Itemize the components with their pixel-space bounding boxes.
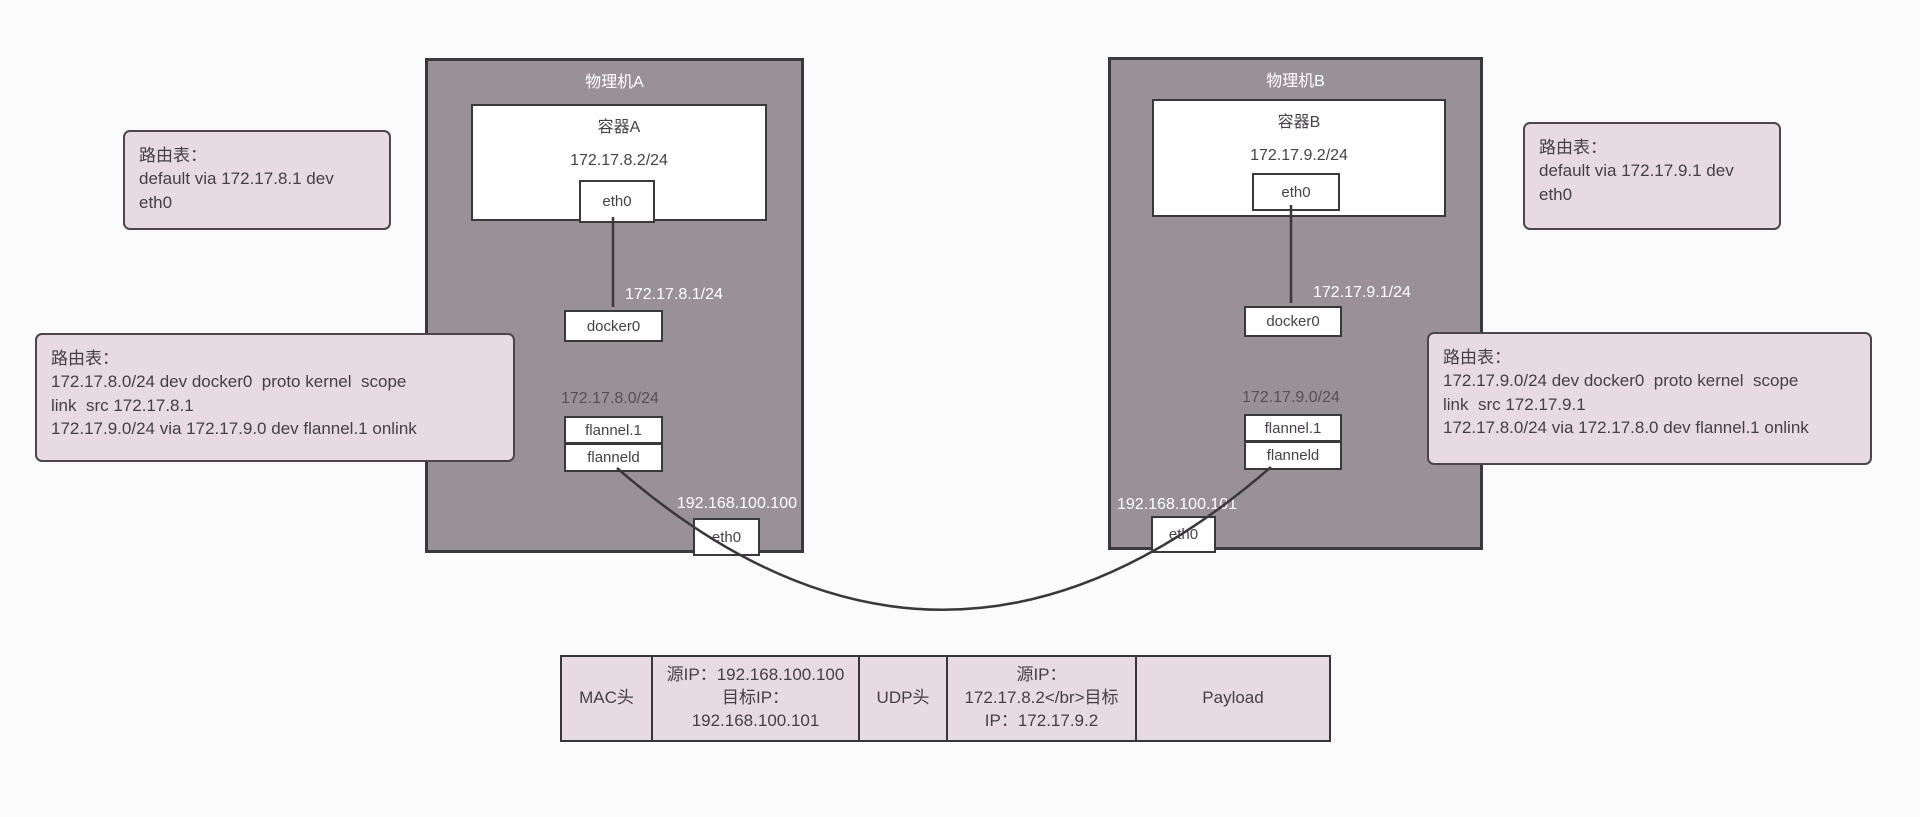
container-b-title: 容器B xyxy=(1277,114,1321,131)
docker0-box-b: docker0 xyxy=(1244,306,1342,337)
docker0-gateway-ip-b: 172.17.9.1/24 xyxy=(1313,284,1411,301)
docker0-box-a: docker0 xyxy=(564,310,663,342)
flannel1-box-b: flannel.1 xyxy=(1244,414,1342,442)
flannel-subnet-label-b: 172.17.9.0/24 xyxy=(1242,389,1340,406)
flannel-subnet-label-a: 172.17.8.0/24 xyxy=(561,390,659,407)
packet-structure-diagram: MAC头 源IP：192.168.100.100 目标IP： 192.168.1… xyxy=(560,655,1331,742)
machine-b: 物理机B 容器B 172.17.9.2/24 eth0 172.17.9.1/2… xyxy=(1108,57,1483,553)
flanneld-box-b: flanneld xyxy=(1244,441,1342,470)
container-a-ip: 172.17.8.2/24 xyxy=(570,152,668,169)
flannel1-box-a: flannel.1 xyxy=(564,416,663,444)
host-ip-label-b: 192.168.100.101 xyxy=(1117,496,1238,513)
container-b-ip: 172.17.9.2/24 xyxy=(1250,147,1348,164)
packet-cell-inner-ip: 源IP： 172.17.8.2</br>目标 IP：172.17.9.2 xyxy=(945,655,1138,742)
docker0-gateway-ip-a: 172.17.8.1/24 xyxy=(625,286,723,303)
machine-b-title: 物理机B xyxy=(1266,73,1325,90)
host-eth0-box-b: eth0 xyxy=(1151,516,1216,553)
host-eth0-box-a: eth0 xyxy=(693,518,760,556)
container-a-eth0-box: eth0 xyxy=(579,180,655,223)
packet-cell-outer-ip: 源IP：192.168.100.100 目标IP： 192.168.100.10… xyxy=(650,655,861,742)
packet-cell-mac-header: MAC头 xyxy=(560,655,653,742)
route-table-note-b-default: 路由表： default via 172.17.9.1 dev eth0 xyxy=(1523,122,1781,230)
packet-cell-payload: Payload xyxy=(1135,655,1331,742)
flanneld-box-a: flanneld xyxy=(564,443,663,472)
route-table-note-b-host: 路由表： 172.17.9.0/24 dev docker0 proto ker… xyxy=(1427,332,1872,465)
machine-a: 物理机A 容器A 172.17.8.2/24 eth0 172.17.8.1/2… xyxy=(425,58,804,556)
container-a-title: 容器A xyxy=(597,119,641,136)
host-ip-label-a: 192.168.100.100 xyxy=(676,495,797,512)
route-table-note-a-host: 路由表： 172.17.8.0/24 dev docker0 proto ker… xyxy=(35,333,515,462)
machine-a-title: 物理机A xyxy=(585,74,644,91)
container-a: 容器A 172.17.8.2/24 eth0 xyxy=(471,104,767,223)
packet-cell-udp-header: UDP头 xyxy=(858,655,948,742)
container-b: 容器B 172.17.9.2/24 eth0 xyxy=(1152,99,1446,217)
route-table-note-a-default: 路由表： default via 172.17.8.1 dev eth0 xyxy=(123,130,391,230)
container-b-eth0-box: eth0 xyxy=(1252,173,1340,211)
